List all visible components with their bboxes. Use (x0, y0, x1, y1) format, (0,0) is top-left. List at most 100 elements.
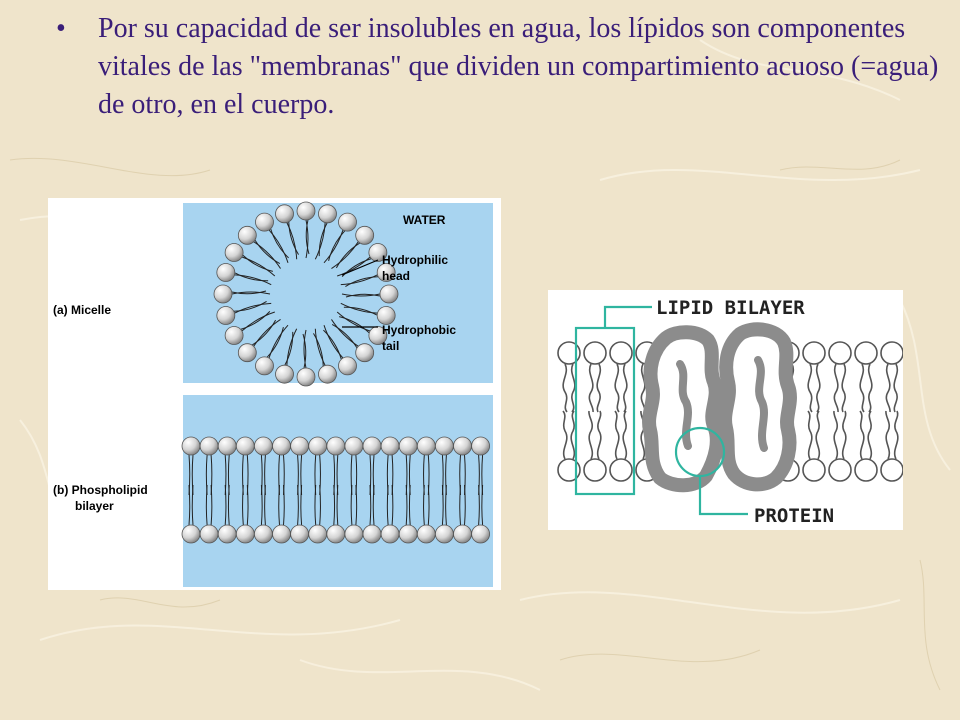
micelle-head (216, 306, 236, 325)
hydrophilic-label: Hydrophilic (382, 253, 448, 267)
right-lipid-tail (570, 410, 576, 460)
micelle-tail (340, 302, 378, 314)
micelle-tail (233, 301, 267, 312)
micelle-head (275, 364, 294, 384)
bilayer-tail (188, 484, 191, 526)
right-lipid-tail (622, 410, 628, 460)
micelle-tail (240, 311, 271, 330)
micelle-head (237, 343, 257, 363)
membrane-protein-diagram: LIPID BILAYER PROTEIN (557, 297, 904, 527)
bilayer-head (416, 436, 436, 456)
right-lipid-head (583, 458, 607, 482)
bilayer-tail (372, 484, 375, 526)
right-lipid-tail (893, 410, 899, 460)
micelle-head (224, 326, 244, 345)
bilayer-head (308, 524, 328, 544)
bilayer-head (290, 524, 310, 544)
right-lipid-tail (588, 363, 594, 413)
bilayer-tail (246, 484, 249, 526)
right-lipid-tail (859, 410, 865, 460)
right-lipid-tail (807, 363, 813, 413)
micelle-tail (242, 254, 273, 272)
bilayer-head (199, 436, 219, 456)
micelle-structure (213, 201, 399, 387)
right-lipid-tail (562, 410, 568, 460)
micelle-tail (331, 319, 359, 347)
micelle-head (216, 263, 236, 282)
micelle-tail (313, 333, 324, 367)
bilayer-tail (478, 484, 480, 526)
micelle-tail (343, 306, 378, 316)
right-lipid-tail (614, 363, 620, 413)
bilayer-head (344, 436, 364, 456)
micelle-tail (268, 324, 289, 359)
bilayer-tail (355, 484, 358, 526)
micelle-head (338, 356, 357, 376)
bullet-dot: • (56, 13, 66, 44)
bilayer-tail (441, 484, 444, 526)
micelle-head (355, 225, 375, 245)
micelle-tail (341, 293, 381, 297)
bilayer-tail (405, 484, 408, 526)
bilayer-head (290, 436, 310, 456)
water-label: WATER (403, 213, 446, 227)
micelle-tail (328, 230, 346, 261)
micelle-head (296, 367, 316, 387)
bullet-text: Por su capacidad de ser insolubles en ag… (98, 13, 939, 120)
right-lipid-tail (815, 410, 821, 460)
micelle-tail (345, 276, 379, 287)
micelle-tail (231, 290, 267, 295)
right-lipid-tail (562, 363, 568, 413)
protein-pointer (698, 476, 748, 516)
micelle-tail (314, 222, 326, 260)
bilayer-head (344, 524, 364, 544)
bilayer-head (253, 524, 273, 544)
micelle-tail (305, 219, 310, 255)
bilayer-tail (242, 484, 244, 526)
micelle-head (237, 225, 257, 245)
bilayer-head (453, 524, 472, 544)
micelle-head (224, 243, 244, 262)
lipid-bilayer-pointer (603, 305, 652, 328)
micelle-tail (303, 329, 307, 369)
micelle-tail (314, 328, 326, 366)
right-lipid-head (854, 458, 878, 482)
micelle-head (376, 306, 396, 325)
micelle-head (355, 343, 375, 363)
bilayer-tail (386, 484, 389, 526)
bilayer-tail (314, 484, 317, 526)
bilayer-head (308, 436, 328, 456)
micelle-tail (253, 241, 281, 269)
right-lipid-head (802, 341, 826, 365)
bilayer-tail (283, 484, 285, 526)
micelle-tail (234, 274, 272, 286)
bilayer-tail (191, 484, 194, 526)
bilayer-head (181, 436, 201, 456)
bilayer-tail (333, 484, 336, 526)
membrane-protein (642, 322, 797, 493)
bilayer-tail (459, 484, 461, 526)
right-lipid-tail (867, 363, 873, 413)
head-label: head (382, 269, 410, 283)
right-lipid-tail (833, 363, 839, 413)
micelle-tail (254, 239, 281, 265)
micelle-bilayer-diagram: WATER Hydrophilic head Hydrophobic tail … (53, 201, 493, 587)
right-lipid-tail (867, 410, 873, 460)
micelle-tail (270, 228, 289, 259)
bilayer-head (380, 524, 400, 544)
right-lipid-tail (640, 410, 646, 460)
bilayer-tail (427, 484, 430, 526)
bilayer-tail (300, 484, 303, 526)
micelle-tail (340, 274, 378, 286)
bilayer-tail (369, 484, 372, 526)
bilayer-tail (297, 484, 299, 526)
micelle-tail (331, 241, 359, 269)
micelle-tail (266, 327, 284, 358)
micelle-tail (234, 302, 272, 314)
bilayer-head (326, 436, 346, 456)
bilayer-tail (391, 484, 394, 526)
right-lipid-tail (614, 410, 620, 460)
bilayer-tail (205, 484, 208, 526)
bilayer-head (217, 524, 237, 544)
bilayer-label: bilayer (75, 499, 114, 513)
